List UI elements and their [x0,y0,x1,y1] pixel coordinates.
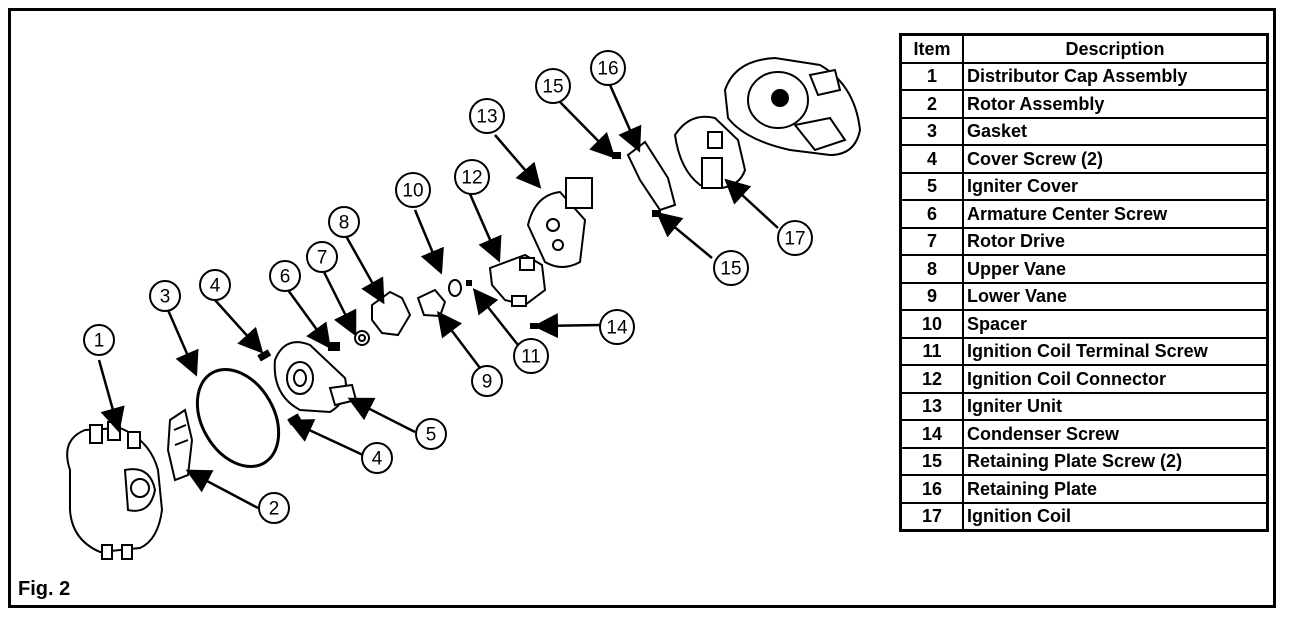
row-item: 5 [899,171,964,201]
row-item: 2 [899,89,964,119]
callout-1: 1 [94,331,105,352]
header-item: Item [899,33,964,64]
part-lower-vane [416,288,447,318]
part-rotor-assembly [166,408,194,482]
row-item: 13 [899,391,964,421]
figure-frame [8,8,1276,608]
callout-3: 3 [160,287,171,308]
callout-15b: 15 [720,259,741,280]
row-description: Ignition Coil Connector [962,364,1269,394]
row-description: Condenser Screw [962,419,1269,449]
row-description: Ignition Coil Terminal Screw [962,336,1269,366]
callout-11: 11 [521,347,541,368]
row-description: Upper Vane [962,254,1269,284]
part-condenser-screw [530,323,538,329]
part-terminal-screw [466,280,472,286]
row-description: Retaining Plate Screw (2) [962,446,1269,476]
callout-17: 17 [784,229,805,250]
parts-table-header: Item Description [899,33,1269,64]
part-ignition-coil [673,115,747,190]
row-item: 9 [899,281,964,311]
row-item: 15 [899,446,964,476]
part-distributor-housing [723,56,862,157]
callout-5: 5 [426,425,437,446]
row-description: Distributor Cap Assembly [962,61,1269,91]
part-spacer [448,279,462,297]
leader-arrows [97,84,779,510]
row-description: Lower Vane [962,281,1269,311]
row-item: 14 [899,419,964,449]
row-description: Retaining Plate [962,474,1269,504]
part-igniter-unit [526,177,593,268]
row-description: Ignition Coil [962,501,1269,532]
part-distributor-cap [66,421,164,560]
row-description: Spacer [962,309,1269,339]
callout-8: 8 [339,213,350,234]
callout-4a: 4 [210,276,221,297]
part-upper-vane [371,290,412,337]
row-item: 17 [899,501,964,532]
row-description: Gasket [962,116,1269,146]
row-description: Rotor Assembly [962,89,1269,119]
callout-16: 16 [597,59,618,80]
callout-9: 9 [482,372,493,393]
callout-10: 10 [402,181,423,202]
row-description: Igniter Cover [962,171,1269,201]
row-item: 3 [899,116,964,146]
callout-14: 14 [606,318,628,339]
part-coil-connector [488,253,547,307]
part-gasket [195,368,281,468]
header-description: Description [962,33,1269,64]
row-item: 16 [899,474,964,504]
part-igniter-cover [273,341,358,414]
callout-7: 7 [317,248,328,269]
row-item: 8 [899,254,964,284]
row-description: Igniter Unit [962,391,1269,421]
callout-4b: 4 [372,449,383,470]
row-description: Armature Center Screw [962,199,1269,229]
callout-2: 2 [269,499,280,520]
callout-6: 6 [280,267,291,288]
part-rotor-drive [354,330,370,346]
row-item: 7 [899,226,964,256]
row-item: 10 [899,309,964,339]
callout-15a: 15 [542,77,563,98]
part-retaining-plate [626,140,677,212]
row-description: Rotor Drive [962,226,1269,256]
row-item: 12 [899,364,964,394]
row-item: 4 [899,144,964,174]
row-item: 1 [899,61,964,91]
row-item: 11 [899,336,964,366]
callout-13: 13 [476,107,497,128]
callout-circles [83,50,813,524]
figure-label: Fig. 2 [18,578,71,600]
row-description: Cover Screw (2) [962,144,1269,174]
callout-12: 12 [461,168,482,189]
row-item: 6 [899,199,964,229]
